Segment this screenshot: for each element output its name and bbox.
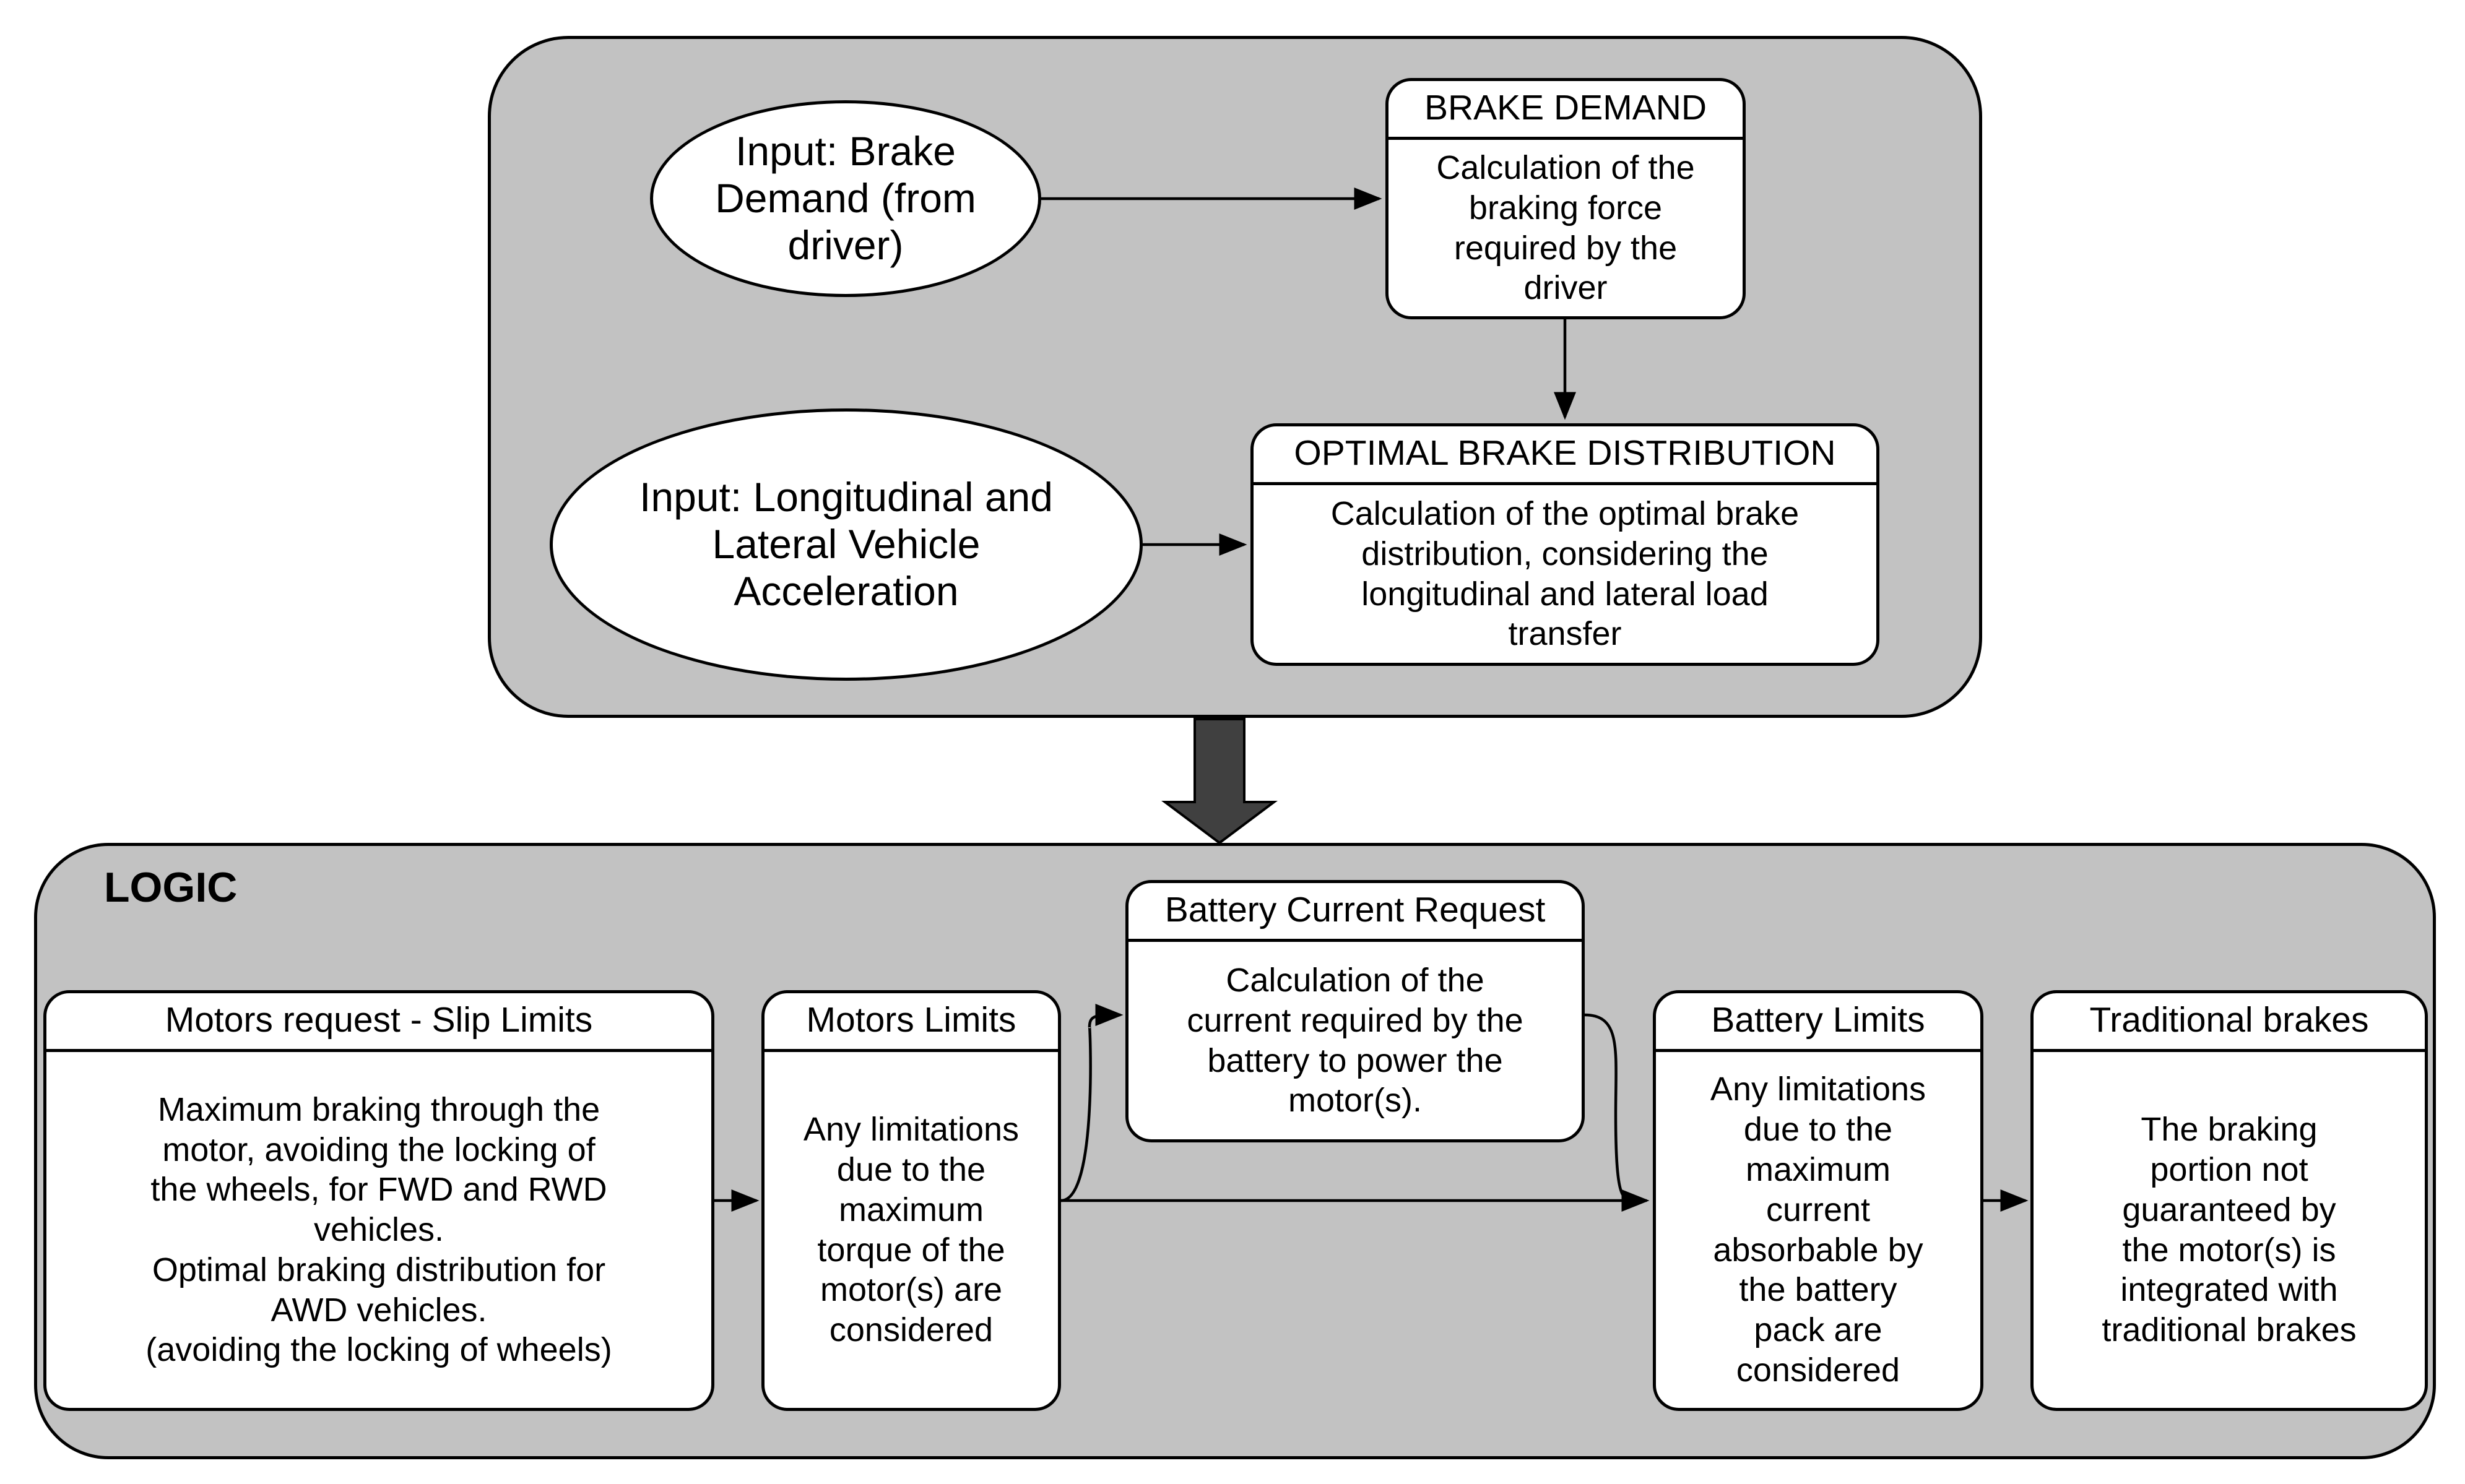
battery-current-request-box: Battery Current Request Calculation of t… [1125, 880, 1585, 1142]
traditional-brakes-box: Traditional brakes The braking portion n… [2030, 990, 2428, 1411]
optimal-brake-distribution-box: OPTIMAL BRAKE DISTRIBUTION Calculation o… [1250, 423, 1879, 666]
motors-limits-title: Motors Limits [765, 993, 1058, 1052]
arrow-motors-limits-to-battery-request [1060, 1004, 1124, 1202]
optimal-brake-distribution-title: OPTIMAL BRAKE DISTRIBUTION [1254, 426, 1876, 485]
motors-request-body: Maximum braking through the motor, avoid… [145, 1090, 612, 1369]
motors-request-box: Motors request - Slip Limits Maximum bra… [43, 990, 714, 1411]
battery-limits-title: Battery Limits [1656, 993, 1980, 1052]
input-brake-demand-ellipse: Input: Brake Demand (from driver) [650, 100, 1041, 297]
battery-limits-box: Battery Limits Any limitations due to th… [1653, 990, 1983, 1411]
input-acceleration-ellipse: Input: Longitudinal and Lateral Vehicle … [550, 408, 1143, 681]
optimal-brake-distribution-body: Calculation of the optimal brake distrib… [1330, 494, 1800, 653]
logic-title: LOGIC [104, 864, 238, 911]
brake-demand-title: BRAKE DEMAND [1388, 81, 1743, 140]
traditional-brakes-body: The braking portion not guaranteed by th… [2102, 1111, 2357, 1349]
battery-limits-body: Any limitations due to the maximum curre… [1710, 1071, 1926, 1389]
big-down-arrow [1161, 718, 1278, 845]
motors-limits-box: Motors Limits Any limitations due to the… [761, 990, 1061, 1411]
motors-limits-body: Any limitations due to the maximum torqu… [803, 1111, 1020, 1349]
traditional-brakes-title: Traditional brakes [2034, 993, 2425, 1052]
battery-current-request-title: Battery Current Request [1129, 883, 1582, 942]
brake-demand-box: BRAKE DEMAND Calculation of the braking … [1385, 78, 1746, 319]
brake-demand-body: Calculation of the braking force require… [1436, 149, 1695, 307]
motors-request-title: Motors request - Slip Limits [46, 993, 711, 1052]
connector-battery-request-to-battery-limits [1584, 1013, 1635, 1202]
battery-current-request-body: Calculation of the current required by t… [1187, 961, 1523, 1119]
